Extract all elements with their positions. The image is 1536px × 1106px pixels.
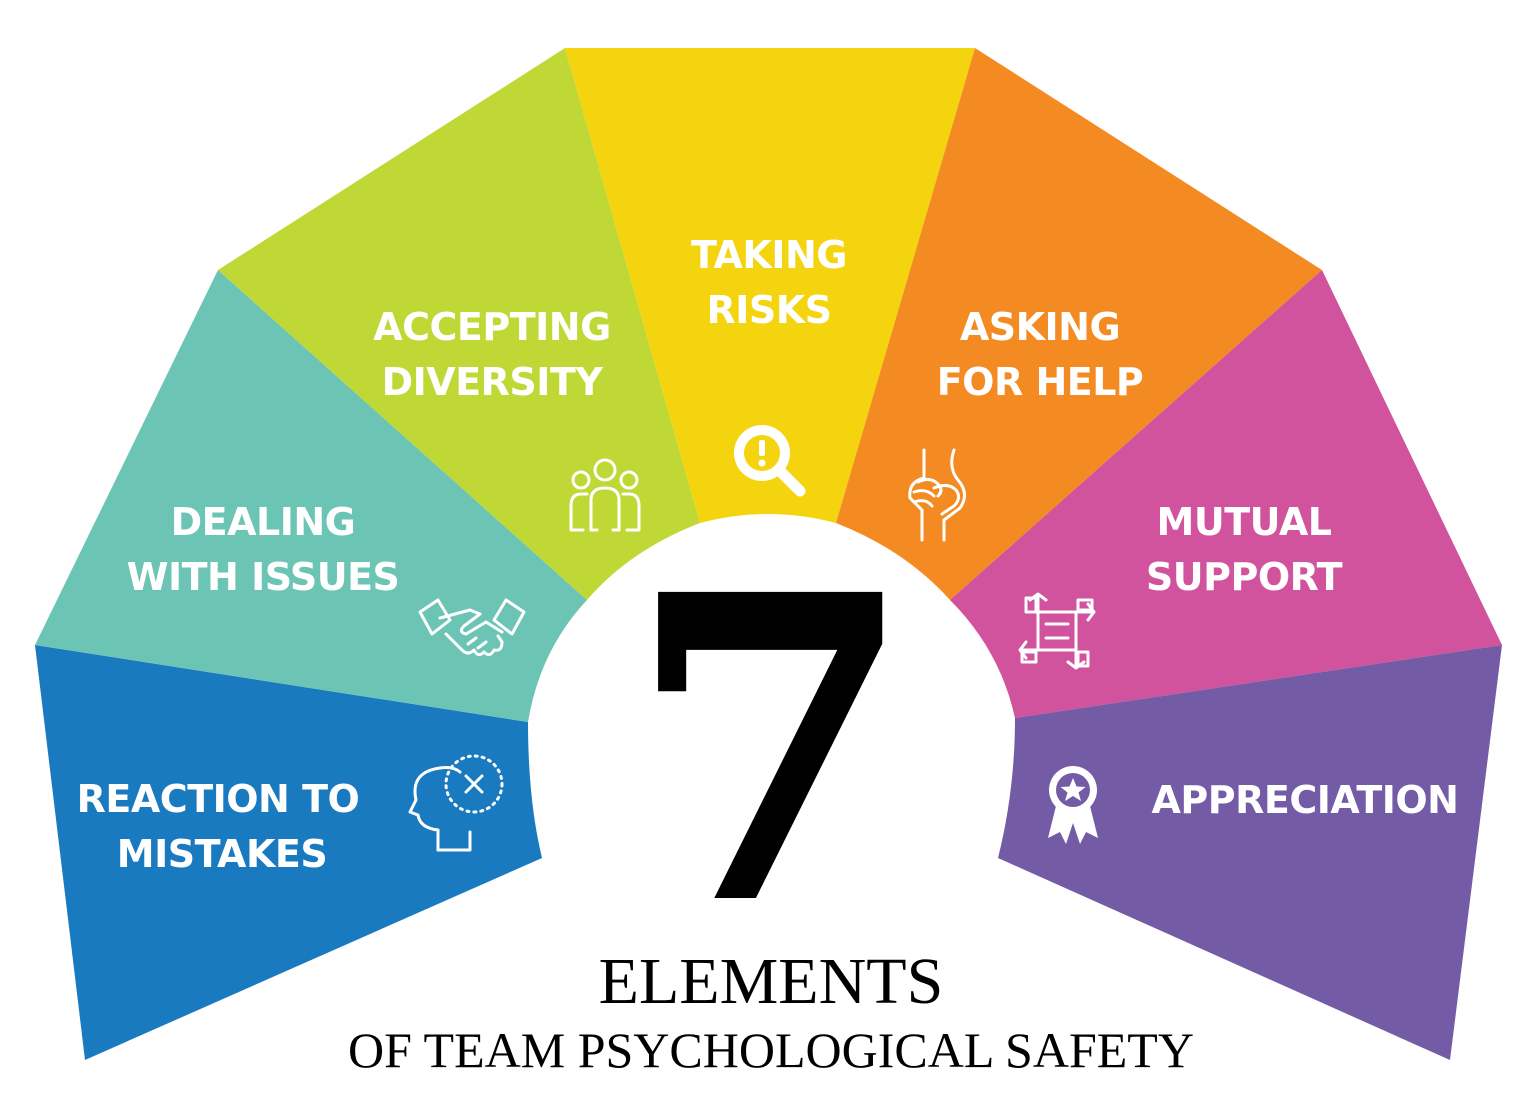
linked-hands-icon [1018,592,1096,670]
segment-reaction [35,645,542,1060]
label-dealing-line1: DEALING [171,500,356,544]
title-elements: ELEMENTS [599,945,944,1018]
label-risks-line1: TAKING [691,233,847,277]
search-alert-icon [734,425,806,497]
segment-diversity [218,48,700,600]
people-group-icon [569,458,641,532]
label-diversity-line2: DIVERSITY [382,360,604,404]
label-help-line2: FOR HELP [937,360,1144,404]
helping-hands-icon [908,448,966,542]
label-reaction-line1: REACTION TO [77,777,360,821]
head-x-icon [408,754,504,852]
segment-risks [565,48,975,523]
title-subtitle: OF TEAM PSYCHOLOGICAL SAFETY [348,1022,1194,1078]
label-diversity-line1: ACCEPTING [373,305,611,349]
label-dealing-line2: WITH ISSUES [127,555,400,599]
segment-dealing [35,270,587,722]
segment-icons [408,425,1098,852]
award-ribbon-icon [1048,766,1098,844]
label-appreciation: APPRECIATION [1152,778,1459,822]
fan-segments [35,48,1502,1060]
handshake-icon [418,598,526,657]
label-help-line1: ASKING [960,305,1120,349]
segment-help [836,48,1322,600]
segment-labels: REACTION TO MISTAKES DEALING WITH ISSUES… [77,233,1459,876]
big-number-seven: 7 [625,505,917,998]
label-support-line2: SUPPORT [1146,555,1343,599]
label-reaction-line2: MISTAKES [117,832,327,876]
label-risks-line2: RISKS [706,288,831,332]
segment-appreciation [998,645,1502,1060]
label-support-line1: MUTUAL [1157,500,1332,544]
